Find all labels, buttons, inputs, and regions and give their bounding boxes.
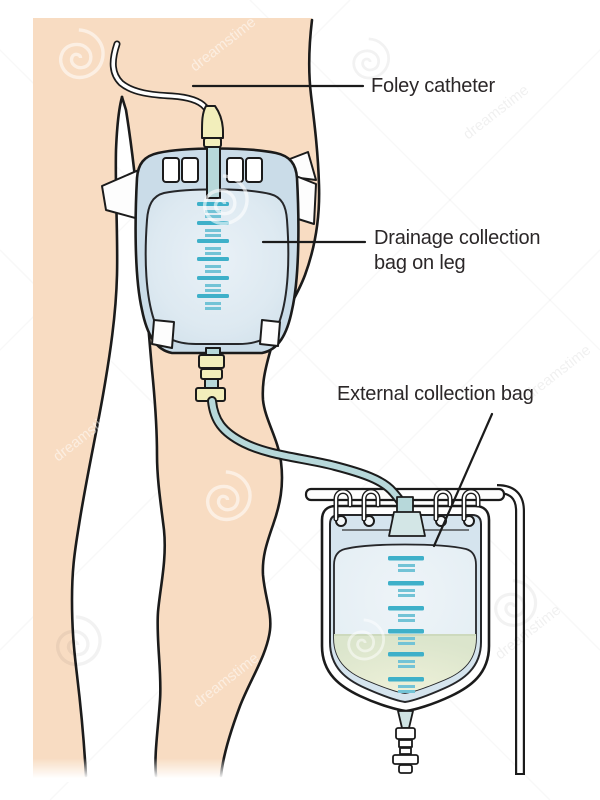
label-external-bag: External collection bag <box>337 383 534 405</box>
pointer-lines <box>191 84 494 548</box>
bottom-fade <box>20 758 350 782</box>
leg-bag-outlet-valve <box>195 347 226 402</box>
external-bag-scale-marks <box>388 556 424 693</box>
external-bag-outlet-valve <box>392 710 419 774</box>
leg-bag <box>134 144 300 355</box>
external-bag-inlet-port <box>388 496 426 537</box>
pointer-external-bag <box>432 412 494 548</box>
right-leg-outline <box>219 18 321 778</box>
label-foley-catheter: Foley catheter <box>371 75 495 97</box>
label-drainage-bag: Drainage collection bag on leg <box>374 227 541 274</box>
leg-strap-lower <box>151 319 281 349</box>
external-bag <box>320 489 491 774</box>
svg-text:dreamstime: dreamstime <box>492 602 564 664</box>
external-bag-hooks <box>333 489 481 522</box>
catheter-connector <box>201 105 224 148</box>
